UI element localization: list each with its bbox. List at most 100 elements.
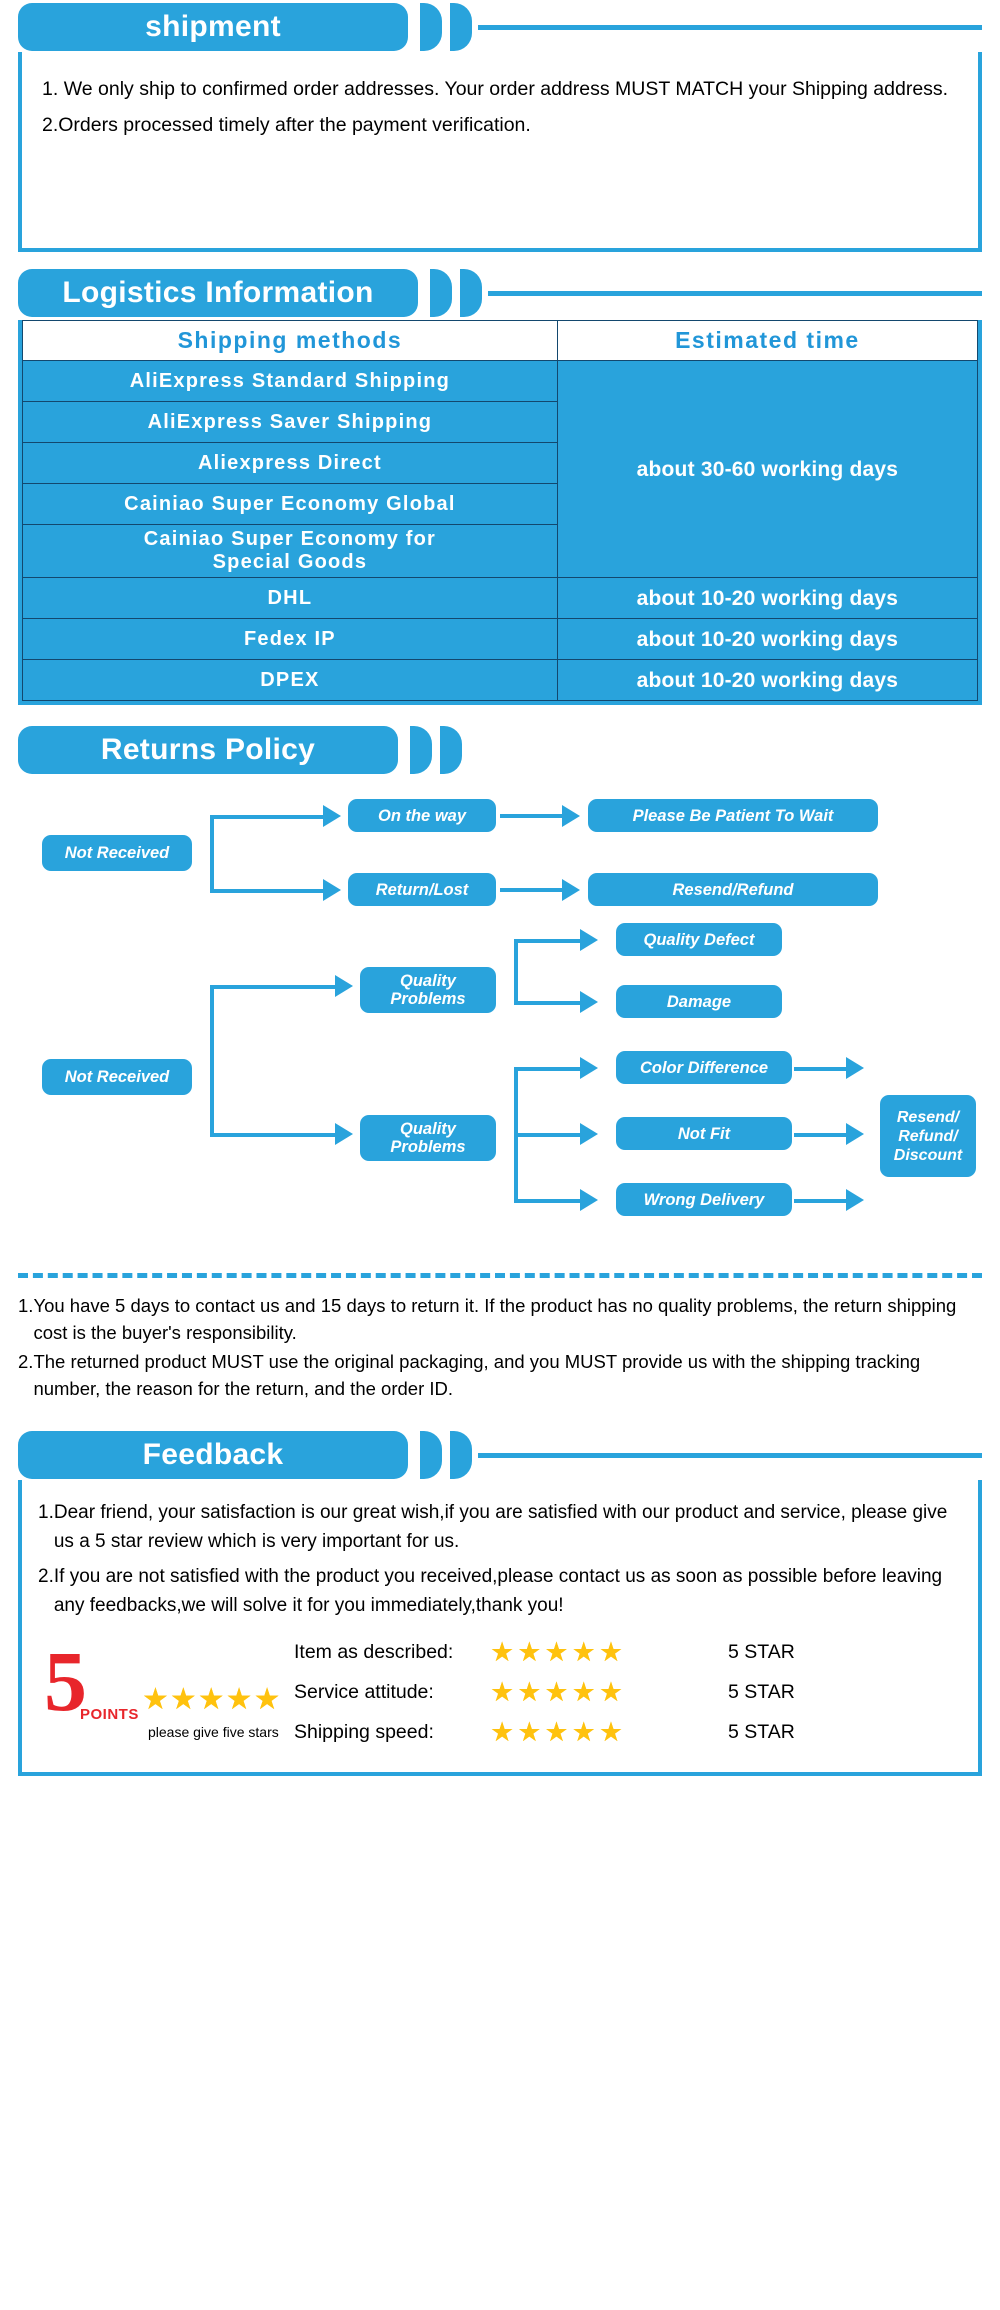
table-row: AliExpress Saver Shipping (22, 401, 978, 443)
cell-method: DHL (22, 577, 558, 619)
table-row: AliExpress Standard Shipping about 30-60… (22, 360, 979, 578)
list-text: Dear friend, your satisfaction is our gr… (53, 1502, 948, 1552)
list-item: 2. The returned product MUST use the ori… (18, 1348, 982, 1402)
flow-node-not-fit: Not Fit (616, 1117, 792, 1150)
flow-node-quality-problems-top: Quality Problems (360, 967, 496, 1013)
logistics-title: Logistics Information (18, 269, 418, 317)
rating-value: 5 STAR (728, 1680, 795, 1703)
rating-label: Item as described: (294, 1640, 454, 1663)
flow-connector (514, 1001, 586, 1005)
flow-arrow (580, 929, 598, 951)
cell-method: Cainiao Super Economy Global (22, 483, 558, 525)
flow-node-return-lost: Return/Lost (348, 873, 496, 906)
badge-stars-icon: ★★★★★ (142, 1683, 282, 1716)
list-number: 2. (42, 114, 59, 136)
flow-connector (794, 1133, 852, 1137)
badge-points-label: POINTS (80, 1706, 139, 1723)
flow-connector (210, 985, 338, 989)
list-number: 1. (42, 78, 64, 100)
cell-method: AliExpress Saver Shipping (22, 401, 558, 443)
list-item: 1. Dear friend, your satisfaction is our… (38, 1498, 962, 1556)
flow-arrow (335, 1123, 353, 1145)
returns-title: Returns Policy (18, 726, 398, 774)
flow-connector (794, 1199, 852, 1203)
cell-method: DPEX (22, 659, 558, 701)
table-header-row: Shipping methods Estimated time (22, 320, 979, 361)
flow-node-root: Not Received (42, 835, 192, 871)
flow-node-quality-defect: Quality Defect (616, 923, 782, 956)
list-number: 2. (18, 1351, 34, 1372)
flow-arrow (580, 991, 598, 1013)
feedback-list: 1. Dear friend, your satisfaction is our… (38, 1498, 962, 1620)
cell-time: about 10-20 working days (556, 618, 979, 660)
rating-stars-icon: ★★★★★ (490, 1716, 627, 1747)
flow-connector (210, 815, 214, 893)
header-blade-1 (410, 726, 432, 774)
list-text: The returned product MUST use the origin… (33, 1351, 921, 1399)
returns-notes: 1. You have 5 days to contact us and 15 … (18, 1292, 982, 1402)
list-text: We only ship to confirmed order addresse… (63, 78, 949, 100)
flow-arrow (562, 805, 580, 827)
flow-arrow (323, 879, 341, 901)
header-rule (488, 290, 982, 296)
header-rule (478, 1452, 982, 1458)
list-text: If you are not satisfied with the produc… (53, 1566, 943, 1616)
shipping-info-page: shipment 1. We only ship to confirmed or… (18, 0, 982, 1776)
flow-arrow (580, 1189, 598, 1211)
cell-method: Cainiao Super Economy for Special Goods (22, 524, 558, 578)
header-blade-2 (460, 269, 482, 317)
header-blade-1 (420, 1431, 442, 1479)
flow-node-final-resolution: Resend/ Refund/ Discount (880, 1095, 976, 1177)
header-blade-2 (450, 3, 472, 51)
rating-value: 5 STAR (728, 1720, 795, 1743)
column-header-time: Estimated time (556, 320, 979, 361)
flow-node-on-the-way: On the way (348, 799, 496, 832)
flow-arrow (846, 1189, 864, 1211)
flow-connector (514, 1133, 586, 1137)
flow-arrow (323, 805, 341, 827)
badge-caption: please give five stars (148, 1724, 279, 1740)
flow-connector (210, 1133, 338, 1137)
header-blade-2 (450, 1431, 472, 1479)
flow-node-please-wait: Please Be Patient To Wait (588, 799, 878, 832)
flow-node-resend-refund: Resend/Refund (588, 873, 878, 906)
table-row: Cainiao Super Economy for Special Goods (22, 524, 978, 578)
flow-connector (210, 985, 214, 1137)
section-divider (18, 1273, 982, 1278)
rating-rows: Item as described: ★★★★★ 5 STAR Service … (294, 1634, 962, 1754)
list-item: 2. Orders processed timely after the pay… (42, 110, 958, 140)
list-text: Orders processed timely after the paymen… (58, 114, 531, 136)
table-row: Fedex IP about 10-20 working days (22, 618, 979, 660)
list-item: 1. We only ship to confirmed order addre… (42, 74, 958, 104)
list-number: 2. (38, 1566, 54, 1587)
flow-connector (514, 1067, 586, 1071)
rating-label: Service attitude: (294, 1680, 434, 1703)
shipment-card: 1. We only ship to confirmed order addre… (18, 52, 982, 252)
table-row: DHL about 10-20 working days (22, 577, 979, 619)
flow-connector (210, 815, 326, 819)
cell-method: Aliexpress Direct (22, 442, 558, 484)
shipment-header: shipment (18, 0, 982, 54)
rating-label: Shipping speed: (294, 1720, 434, 1743)
list-number: 1. (18, 1295, 34, 1316)
rating-stars-icon: ★★★★★ (490, 1636, 627, 1667)
flow-connector (500, 814, 568, 818)
feedback-title: Feedback (18, 1431, 408, 1479)
flow-connector (514, 939, 518, 1005)
flow-arrow (562, 879, 580, 901)
cell-method: AliExpress Standard Shipping (22, 360, 558, 402)
returns-flow-quality: Not Received Quality Problems Quality Pr… (18, 923, 982, 1257)
logistics-table: Shipping methods Estimated time AliExpre… (22, 320, 979, 701)
flow-connector (500, 888, 568, 892)
cell-time: about 10-20 working days (556, 577, 979, 619)
flow-node-quality-problems-bottom: Quality Problems (360, 1115, 496, 1161)
flow-connector (514, 1199, 586, 1203)
feedback-header: Feedback (18, 1428, 982, 1482)
flow-arrow (580, 1123, 598, 1145)
header-rule (478, 24, 982, 30)
rating-value: 5 STAR (728, 1640, 795, 1663)
table-row: Aliexpress Direct (22, 442, 978, 484)
flow-arrow (580, 1057, 598, 1079)
logistics-card: Shipping methods Estimated time AliExpre… (18, 320, 982, 705)
logistics-header: Logistics Information (18, 266, 982, 320)
